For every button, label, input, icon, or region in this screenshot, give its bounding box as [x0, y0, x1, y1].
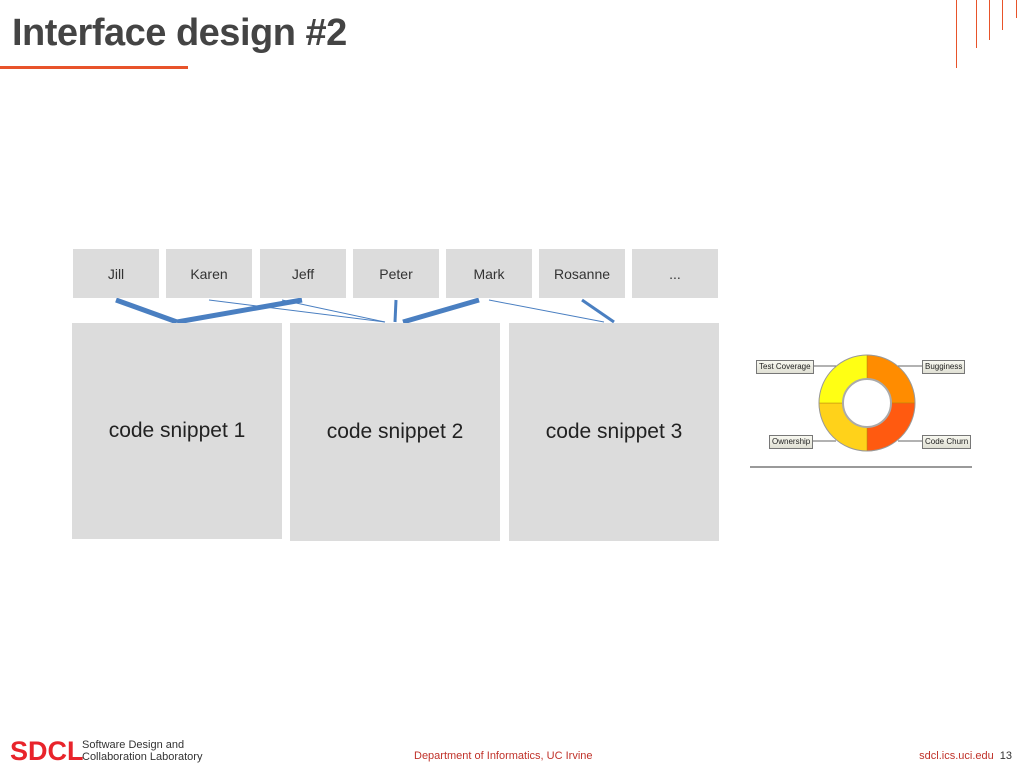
link-karen-3	[208, 299, 386, 323]
metric-ownership: Ownership	[769, 435, 814, 449]
person-box-more[interactable]: ...	[632, 249, 718, 298]
person-box-jill[interactable]: Jill	[73, 249, 159, 298]
link-mark-6	[402, 297, 480, 325]
code-snippet-2[interactable]: code snippet 2	[290, 323, 500, 541]
lab-name: Software Design and Collaboration Labora…	[82, 739, 202, 763]
slide-title: Interface design #2	[12, 12, 347, 54]
site-url: sdcl.ics.uci.edu	[919, 750, 994, 762]
page-number: 13	[999, 750, 1012, 762]
sdcl-logo: SDCL	[10, 736, 84, 766]
link-jeff-4	[281, 299, 386, 323]
metrics-donut	[810, 354, 922, 452]
metric-test-coverage: Test Coverage	[756, 360, 814, 374]
title-underline	[0, 66, 188, 69]
footer-site: sdcl.ics.uci.edu 13	[919, 750, 1012, 762]
link-peter-5	[393, 299, 398, 323]
person-box-mark[interactable]: Mark	[446, 249, 532, 298]
person-box-jeff[interactable]: Jeff	[260, 249, 346, 298]
department-label: Department of Informatics, UC Irvine	[414, 750, 593, 762]
donut-outer-rim	[818, 354, 916, 452]
person-box-rosanne[interactable]: Rosanne	[539, 249, 625, 298]
donut-ring	[818, 354, 916, 452]
code-snippet-1[interactable]: code snippet 1	[72, 323, 282, 539]
lab-name-line-1: Software Design and	[82, 739, 185, 751]
corner-decoration	[954, 0, 1024, 70]
person-box-peter[interactable]: Peter	[353, 249, 439, 298]
link-jeff-2	[176, 297, 303, 325]
code-snippet-3[interactable]: code snippet 3	[509, 323, 719, 541]
donut-hole	[842, 378, 892, 428]
person-box-karen[interactable]: Karen	[166, 249, 252, 298]
link-mark-7	[488, 299, 605, 323]
metric-code-churn: Code Churn	[922, 435, 972, 449]
metrics-donut-widget: Test Coverage Bugginess Ownership Code C…	[750, 345, 975, 470]
link-rosanne-8	[581, 298, 615, 324]
link-jill-1	[115, 297, 178, 325]
metric-bugginess: Bugginess	[922, 360, 966, 374]
widget-baseline	[750, 466, 972, 468]
lab-name-line-2: Collaboration Laboratory	[82, 751, 203, 763]
